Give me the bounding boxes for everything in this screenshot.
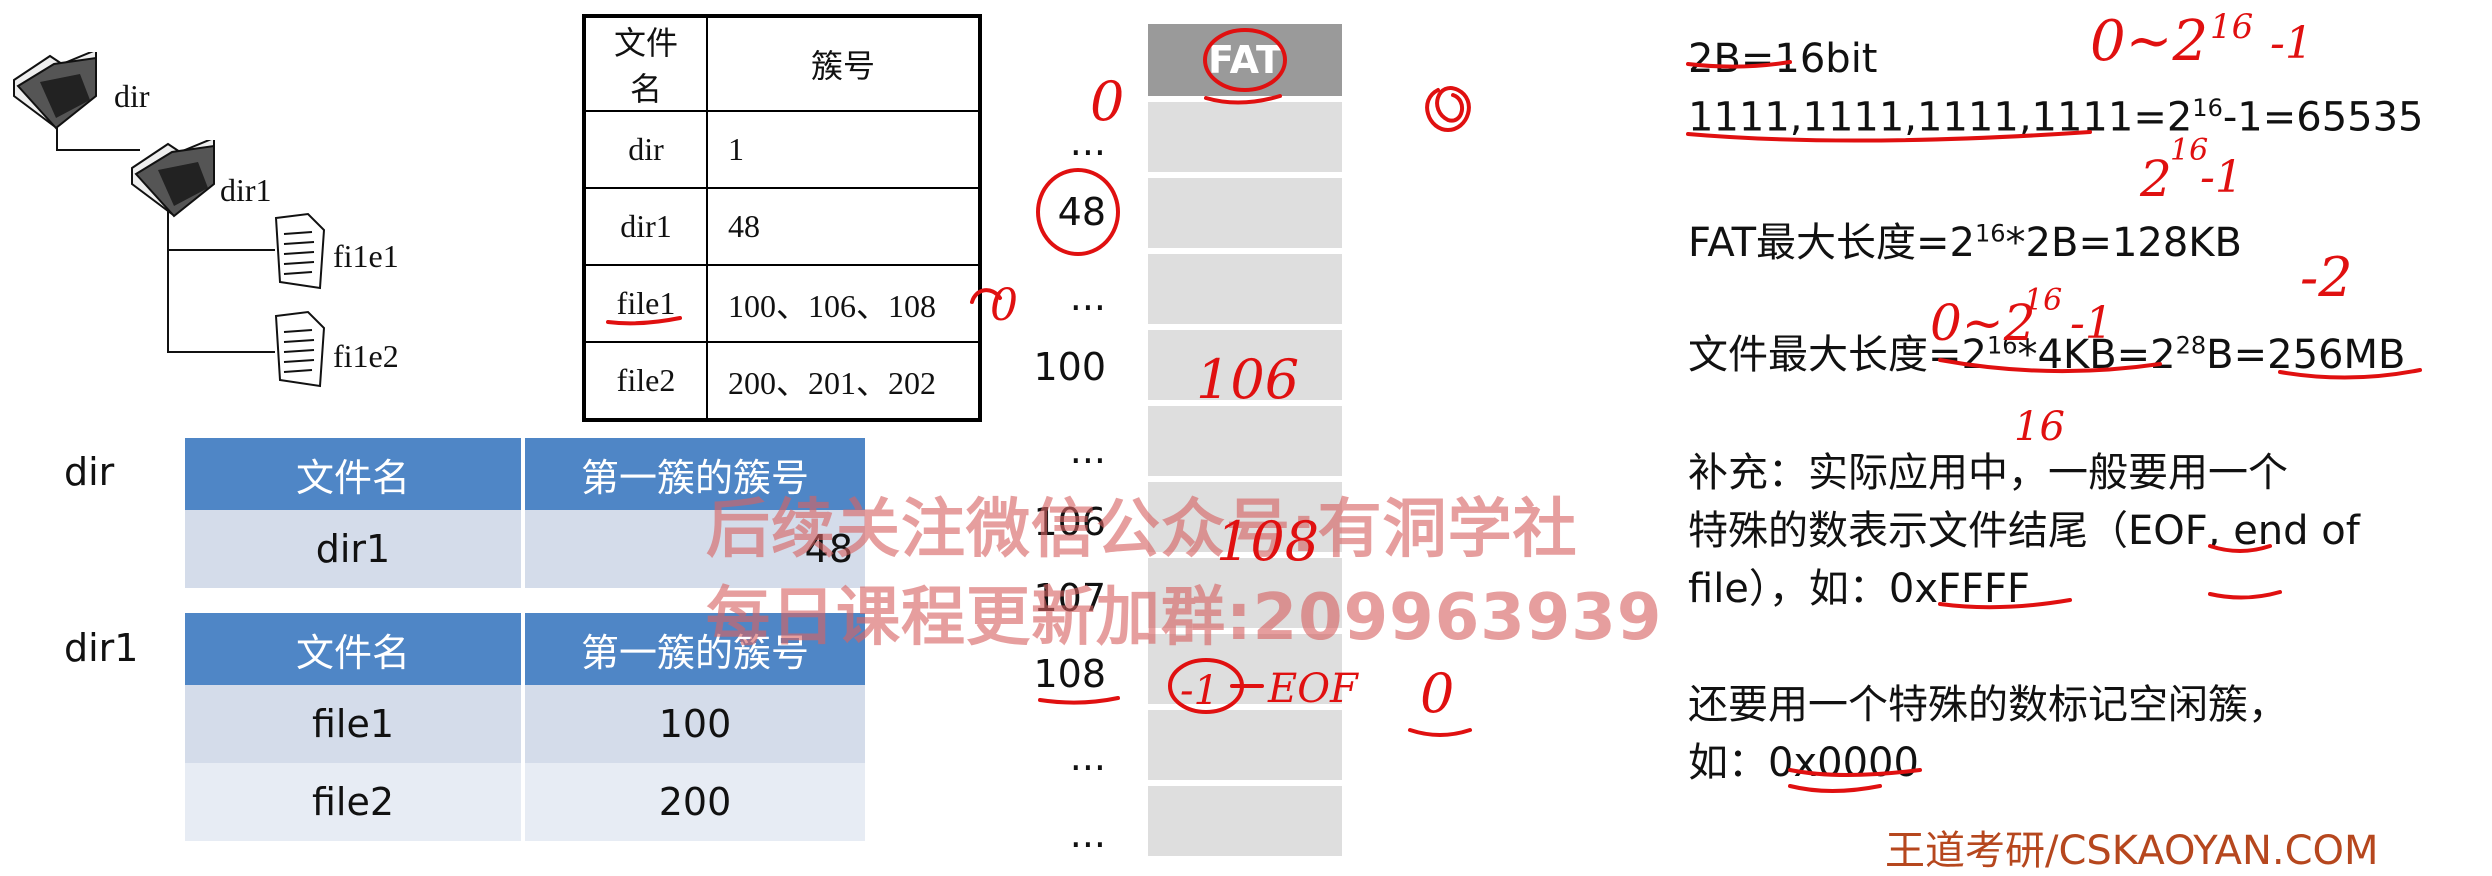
handwritten-formula: -1 [2200, 152, 2243, 203]
note-line-2: 1111,1111,1111,1111=216-1=65535 [1688, 94, 2424, 141]
dir1-table-label: dir1 [64, 626, 139, 670]
cell-first-cluster: 100 [525, 685, 865, 763]
folder-icon [131, 140, 215, 218]
fat-index: ... [1069, 120, 1106, 164]
cell-first-cluster: 200 [525, 763, 865, 841]
fat-cell [1148, 786, 1342, 856]
table-row: file2 200、201、202 [583, 341, 981, 421]
fat-index: 108 [1033, 652, 1106, 696]
dir1-content-table: 文件名 第一簇的簇号 file1 100 file2 200 [185, 613, 865, 841]
fat-cell [1148, 482, 1342, 552]
fat-index: ... [1069, 428, 1106, 472]
table-header-row: 文件名 第一簇的簇号 [185, 438, 865, 510]
note-free-cluster-2: 如：0x0000 [1688, 740, 1919, 786]
file-cluster-table: 文件名 簇号 dir 1 dir1 48 file1 100、106、108 f… [582, 14, 982, 422]
fat-index: 106 [1033, 500, 1106, 544]
handwritten-formula: 2 [2139, 150, 2172, 208]
table-row: dir1 48 [185, 510, 865, 588]
directory-tree: dir dir1 fi1e1 fi1e2 [0, 0, 560, 420]
fat-index: 107 [1033, 576, 1106, 620]
handwritten-formula-exp: 16 [2210, 7, 2253, 47]
cell-filename: dir [583, 110, 708, 189]
table-row: file1 100 [185, 685, 865, 763]
table-header-row: 文件名 簇号 [583, 15, 981, 112]
cell-clusters: 1 [706, 110, 981, 189]
cell-filename: file2 [583, 341, 708, 421]
fat-index: 48 [1057, 190, 1106, 234]
fat-index: 100 [1033, 345, 1106, 389]
fat-cell [1148, 178, 1342, 248]
fat-index: ... [1069, 275, 1106, 319]
note-free-cluster-1: 还要用一个特殊的数标记空闲簇， [1688, 682, 2288, 728]
fat-cell [1148, 102, 1342, 172]
fat-cell [1148, 254, 1342, 324]
fat-cell [1148, 558, 1342, 628]
note-supplement-2: 特殊的数表示文件结尾（EOF, end of [1688, 508, 2360, 554]
table-header-row: 文件名 第一簇的簇号 [185, 613, 865, 685]
cell-filename: file2 [185, 763, 525, 841]
header-first-cluster: 第一簇的簇号 [525, 613, 865, 685]
file-icon [274, 310, 326, 388]
fat-table: FAT [1148, 24, 1342, 856]
table-row: file1 100、106、108 [583, 264, 981, 343]
header-filename: 文件名 [185, 613, 525, 685]
cell-clusters: 200、201、202 [706, 341, 981, 421]
cell-clusters: 100、106、108 [706, 264, 981, 343]
handwritten-formula: 0~2 [2090, 9, 2208, 74]
handwritten-formula: -1 [2270, 18, 2313, 69]
file-icon [274, 212, 326, 290]
handwritten-formula-exp: 16 [2024, 283, 2062, 318]
tree-file2-label: fi1e2 [333, 338, 399, 374]
note-file-max-length: 文件最大长度=216*4KB=228B=256MB [1688, 331, 2406, 378]
fat-cell [1148, 330, 1342, 400]
watermark-line-2: 每日课程更新加群:209963939 [706, 581, 1663, 655]
dir-content-table: 文件名 第一簇的簇号 dir1 48 [185, 438, 865, 588]
fat-index: ... [1069, 735, 1106, 779]
cell-filename: dir1 [185, 510, 525, 588]
fat-cell [1148, 710, 1342, 780]
fat-cell [1148, 406, 1342, 476]
note-supplement-1: 补充：实际应用中，一般要用一个 [1688, 450, 2288, 496]
cell-filename: file1 [185, 685, 525, 763]
cell-filename: dir1 [583, 187, 708, 266]
folder-icon [13, 52, 97, 130]
header-cluster: 簇号 [706, 15, 981, 112]
table-row: file2 200 [185, 763, 865, 841]
note-supplement-3: file），如：0xFFFF [1688, 566, 2031, 612]
header-first-cluster: 第一簇的簇号 [525, 438, 865, 510]
table-row: dir1 48 [583, 187, 981, 266]
underline [2208, 590, 2282, 600]
note-line-1: 2B=16bit [1688, 36, 1878, 82]
scribble-mark [1425, 86, 1471, 133]
cell-first-cluster: 48 [525, 510, 865, 588]
tree-dir1-label: dir1 [220, 172, 272, 208]
cell-filename: file1 [583, 264, 708, 343]
tree-root-label: dir [114, 78, 150, 114]
cell-clusters: 48 [706, 187, 981, 266]
header-filename: 文件名 [185, 438, 525, 510]
fat-index: ... [1069, 812, 1106, 856]
tree-file1-label: fi1e1 [333, 238, 399, 274]
underline [1038, 696, 1120, 705]
watermark-line-1: 后续关注微信公众号:有洞学社 [706, 493, 1578, 567]
fat-header: FAT [1148, 24, 1342, 96]
brand-logo-text: 王道考研/CSKAOYAN.COM [1885, 828, 2379, 874]
dir-table-label: dir [64, 450, 115, 494]
note-fat-max-length: FAT最大长度=216*2B=128KB [1688, 219, 2242, 266]
header-filename: 文件名 [583, 15, 708, 112]
handwritten-zero: 0 [1420, 662, 1454, 725]
handwritten-number: -2 [2300, 246, 2353, 309]
underline [1408, 728, 1472, 737]
table-row: dir 1 [583, 110, 981, 189]
